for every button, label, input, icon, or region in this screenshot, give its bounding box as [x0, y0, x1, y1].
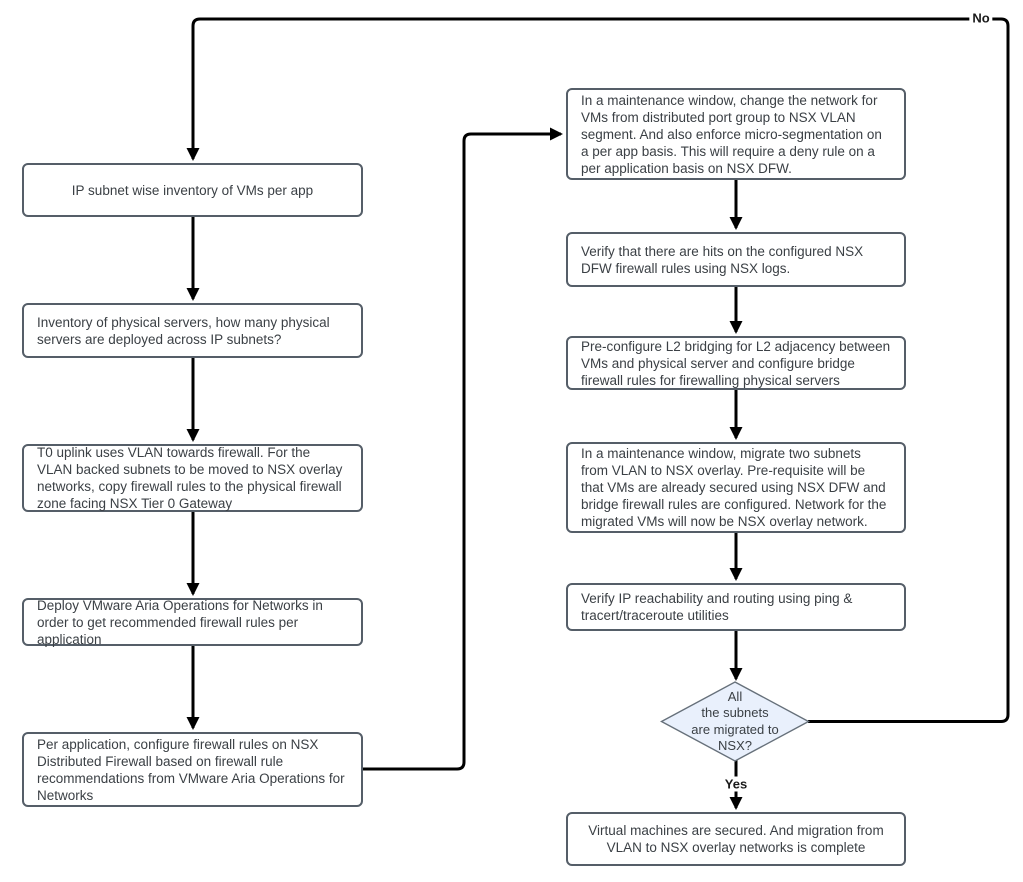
node-configure-nsx-dfw-rules-label: Per application, configure firewall rule…: [37, 736, 345, 803]
edge-label-yes: Yes: [721, 776, 751, 792]
node-migrate-subnets-label: In a maintenance window, migrate two sub…: [581, 446, 887, 529]
decision-all-subnets-migrated: All the subnets are migrated to NSX?: [662, 683, 808, 760]
node-ip-subnet-inventory: IP subnet wise inventory of VMs per app: [22, 163, 363, 217]
node-change-vm-network-label: In a maintenance window, change the netw…: [581, 92, 882, 176]
node-migration-complete: Virtual machines are secured. And migrat…: [566, 812, 906, 866]
node-verify-ip-reachability-label: Verify IP reachability and routing using…: [581, 591, 853, 623]
node-configure-nsx-dfw-rules: Per application, configure firewall rule…: [22, 732, 363, 807]
node-verify-dfw-hits: Verify that there are hits on the config…: [566, 232, 906, 287]
node-verify-dfw-hits-label: Verify that there are hits on the config…: [581, 243, 864, 276]
node-deploy-aria-operations-label: Deploy VMware Aria Operations for Networ…: [37, 597, 323, 647]
decision-all-subnets-migrated-label: All the subnets are migrated to NSX?: [691, 688, 779, 754]
node-t0-uplink-copy-firewall-rules: T0 uplink uses VLAN towards firewall. Fo…: [22, 444, 363, 512]
edge-left5-right1: [362, 127, 563, 771]
node-t0-uplink-copy-firewall-rules-label: T0 uplink uses VLAN towards firewall. Fo…: [37, 445, 343, 511]
node-migration-complete-label: Virtual machines are secured. And migrat…: [588, 823, 884, 855]
decision-diamond-shape: [660, 681, 810, 762]
node-ip-subnet-inventory-label: IP subnet wise inventory of VMs per app: [71, 182, 314, 198]
node-preconfigure-l2-bridging: Pre-configure L2 bridging for L2 adjacen…: [566, 336, 906, 390]
edge-label-no: No: [969, 10, 993, 26]
node-migrate-subnets: In a maintenance window, migrate two sub…: [566, 442, 906, 533]
node-change-vm-network: In a maintenance window, change the netw…: [566, 88, 906, 180]
node-preconfigure-l2-bridging-label: Pre-configure L2 bridging for L2 adjacen…: [581, 338, 891, 388]
node-physical-server-inventory-label: Inventory of physical servers, how many …: [37, 314, 330, 347]
node-physical-server-inventory: Inventory of physical servers, how many …: [22, 303, 363, 358]
node-verify-ip-reachability: Verify IP reachability and routing using…: [566, 583, 906, 631]
node-deploy-aria-operations: Deploy VMware Aria Operations for Networ…: [22, 597, 363, 647]
edge-no-loop: [186, 17, 1010, 723]
